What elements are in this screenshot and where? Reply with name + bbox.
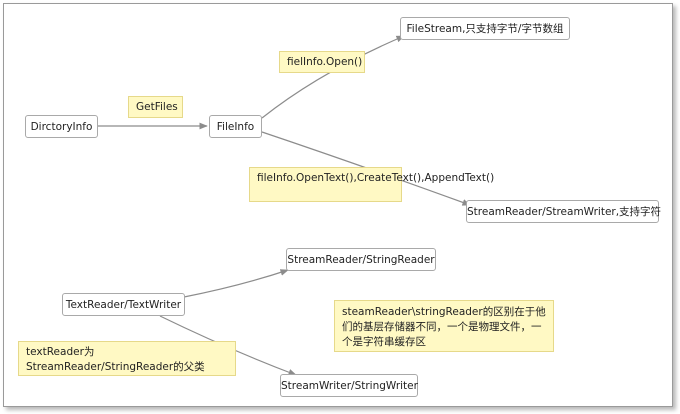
node-stream-writer-string-writer[interactable]: StreamWriter/StringWriter (280, 374, 418, 397)
note-text-reader-parent: textReader为StreamReader/StringReader的父类 (18, 341, 236, 376)
edge-textreader-to-streamreader (183, 269, 289, 298)
node-text-reader-writer[interactable]: TextReader/TextWriter (62, 293, 185, 316)
note-get-files: GetFiles (128, 96, 183, 118)
node-dirctory-info[interactable]: DirctoryInfo (25, 115, 98, 138)
edge-fileinfo-to-streamreaderwriter (261, 131, 471, 206)
note-file-info-open-text: fileInfo.OpenText(),CreateText(),AppendT… (249, 167, 494, 202)
node-stream-reader-string-reader[interactable]: StreamReader/StringReader (286, 248, 436, 271)
node-stream-reader-writer[interactable]: StreamReader/StreamWriter,支持字符 (466, 200, 661, 223)
edge-fileinfo-to-filestream (261, 35, 405, 119)
node-file-stream[interactable]: FileStream,只支持字节/字节数组 (400, 17, 570, 40)
note-file-info-open: fielInfo.Open() (279, 51, 365, 73)
note-stream-difference: steamReader\stringReader的区别在于他们的基层存储器不同，… (334, 300, 554, 352)
node-file-info[interactable]: FileInfo (209, 115, 262, 138)
